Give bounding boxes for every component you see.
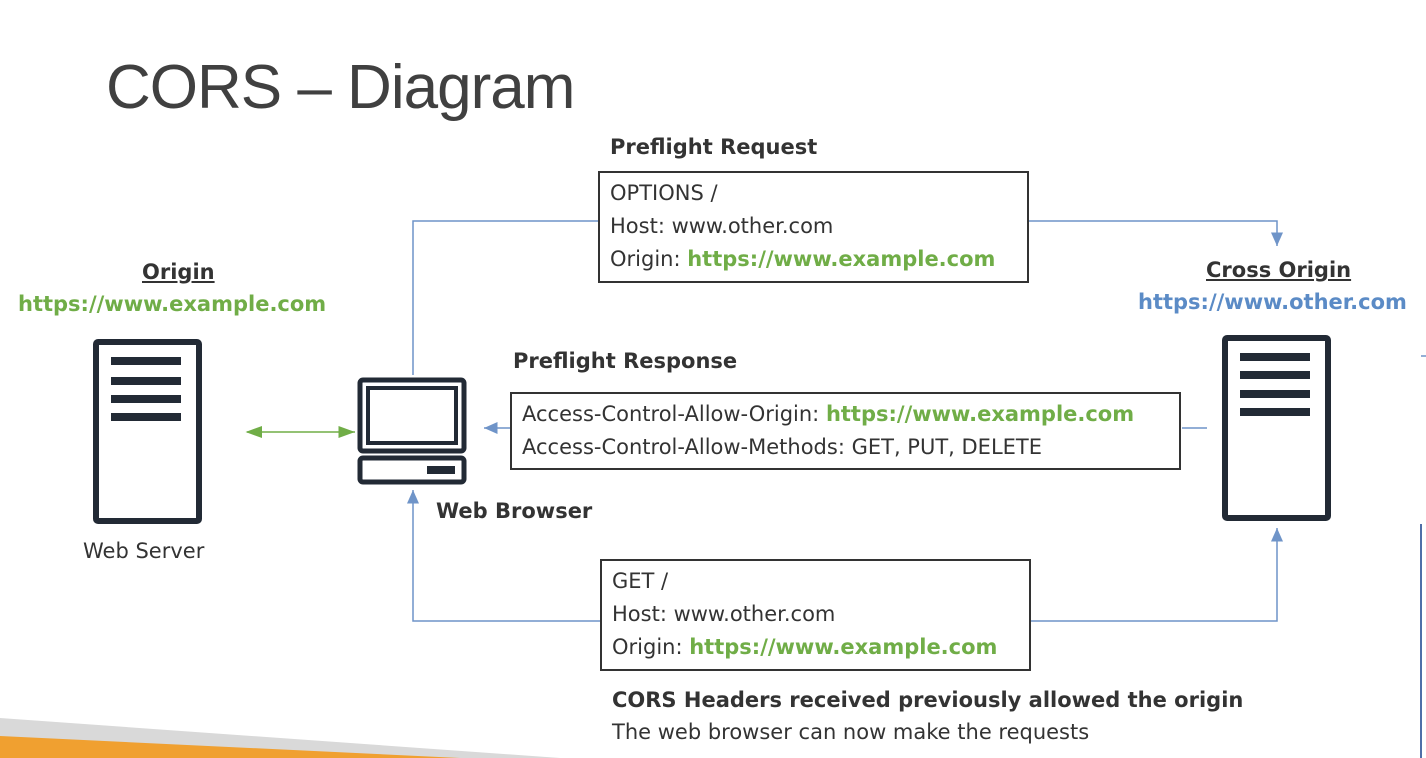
origin-url: https://www.example.com	[18, 292, 327, 316]
origin-label: Origin	[142, 260, 215, 284]
preflight-request-line3: Origin: https://www.example.com	[610, 243, 1017, 276]
preflight-response-line2: Access-Control-Allow-Methods: GET, PUT, …	[522, 435, 1043, 459]
footer-bold-text: CORS Headers received previously allowed…	[612, 688, 1244, 712]
origin-header-value: https://www.example.com	[687, 247, 996, 271]
preflight-request-line-left	[412, 220, 598, 375]
preflight-request-box: OPTIONS / Host: www.other.com Origin: ht…	[598, 171, 1029, 283]
allow-origin-header-name: Access-Control-Allow-Origin:	[522, 402, 826, 426]
origin-header-name: Origin:	[612, 635, 690, 659]
main-request-line-left	[407, 490, 600, 622]
main-request-line-right	[1030, 528, 1283, 622]
decorative-ribbon	[0, 718, 560, 758]
page-title: CORS – Diagram	[106, 53, 575, 122]
cross-origin-label: Cross Origin	[1206, 258, 1352, 282]
preflight-request-line1: OPTIONS /	[610, 181, 718, 205]
preflight-request-line-right	[1028, 220, 1283, 246]
web-server-caption: Web Server	[83, 539, 205, 563]
origin-header-value: https://www.example.com	[689, 635, 998, 659]
preflight-response-line1: Access-Control-Allow-Origin: https://www…	[522, 398, 1169, 431]
web-browser-icon	[357, 377, 467, 485]
main-request-line3: Origin: https://www.example.com	[612, 631, 1019, 664]
preflight-request-heading: Preflight Request	[610, 135, 818, 159]
footer-text: The web browser can now make the request…	[612, 720, 1090, 744]
allow-origin-header-value: https://www.example.com	[825, 402, 1135, 426]
cross-origin-server-icon	[1222, 335, 1331, 521]
main-request-box: GET / Host: www.other.com Origin: https:…	[600, 559, 1031, 671]
main-request-line2: Host: www.other.com	[612, 602, 836, 626]
preflight-response-heading: Preflight Response	[513, 349, 738, 373]
preflight-request-line2: Host: www.other.com	[610, 214, 834, 238]
web-server-icon	[93, 339, 202, 524]
main-request-line1: GET /	[612, 569, 669, 593]
cross-origin-url: https://www.other.com	[1138, 290, 1407, 314]
web-browser-label: Web Browser	[436, 499, 593, 523]
preflight-response-box: Access-Control-Allow-Origin: https://www…	[510, 392, 1181, 470]
origin-header-name: Origin:	[610, 247, 688, 271]
